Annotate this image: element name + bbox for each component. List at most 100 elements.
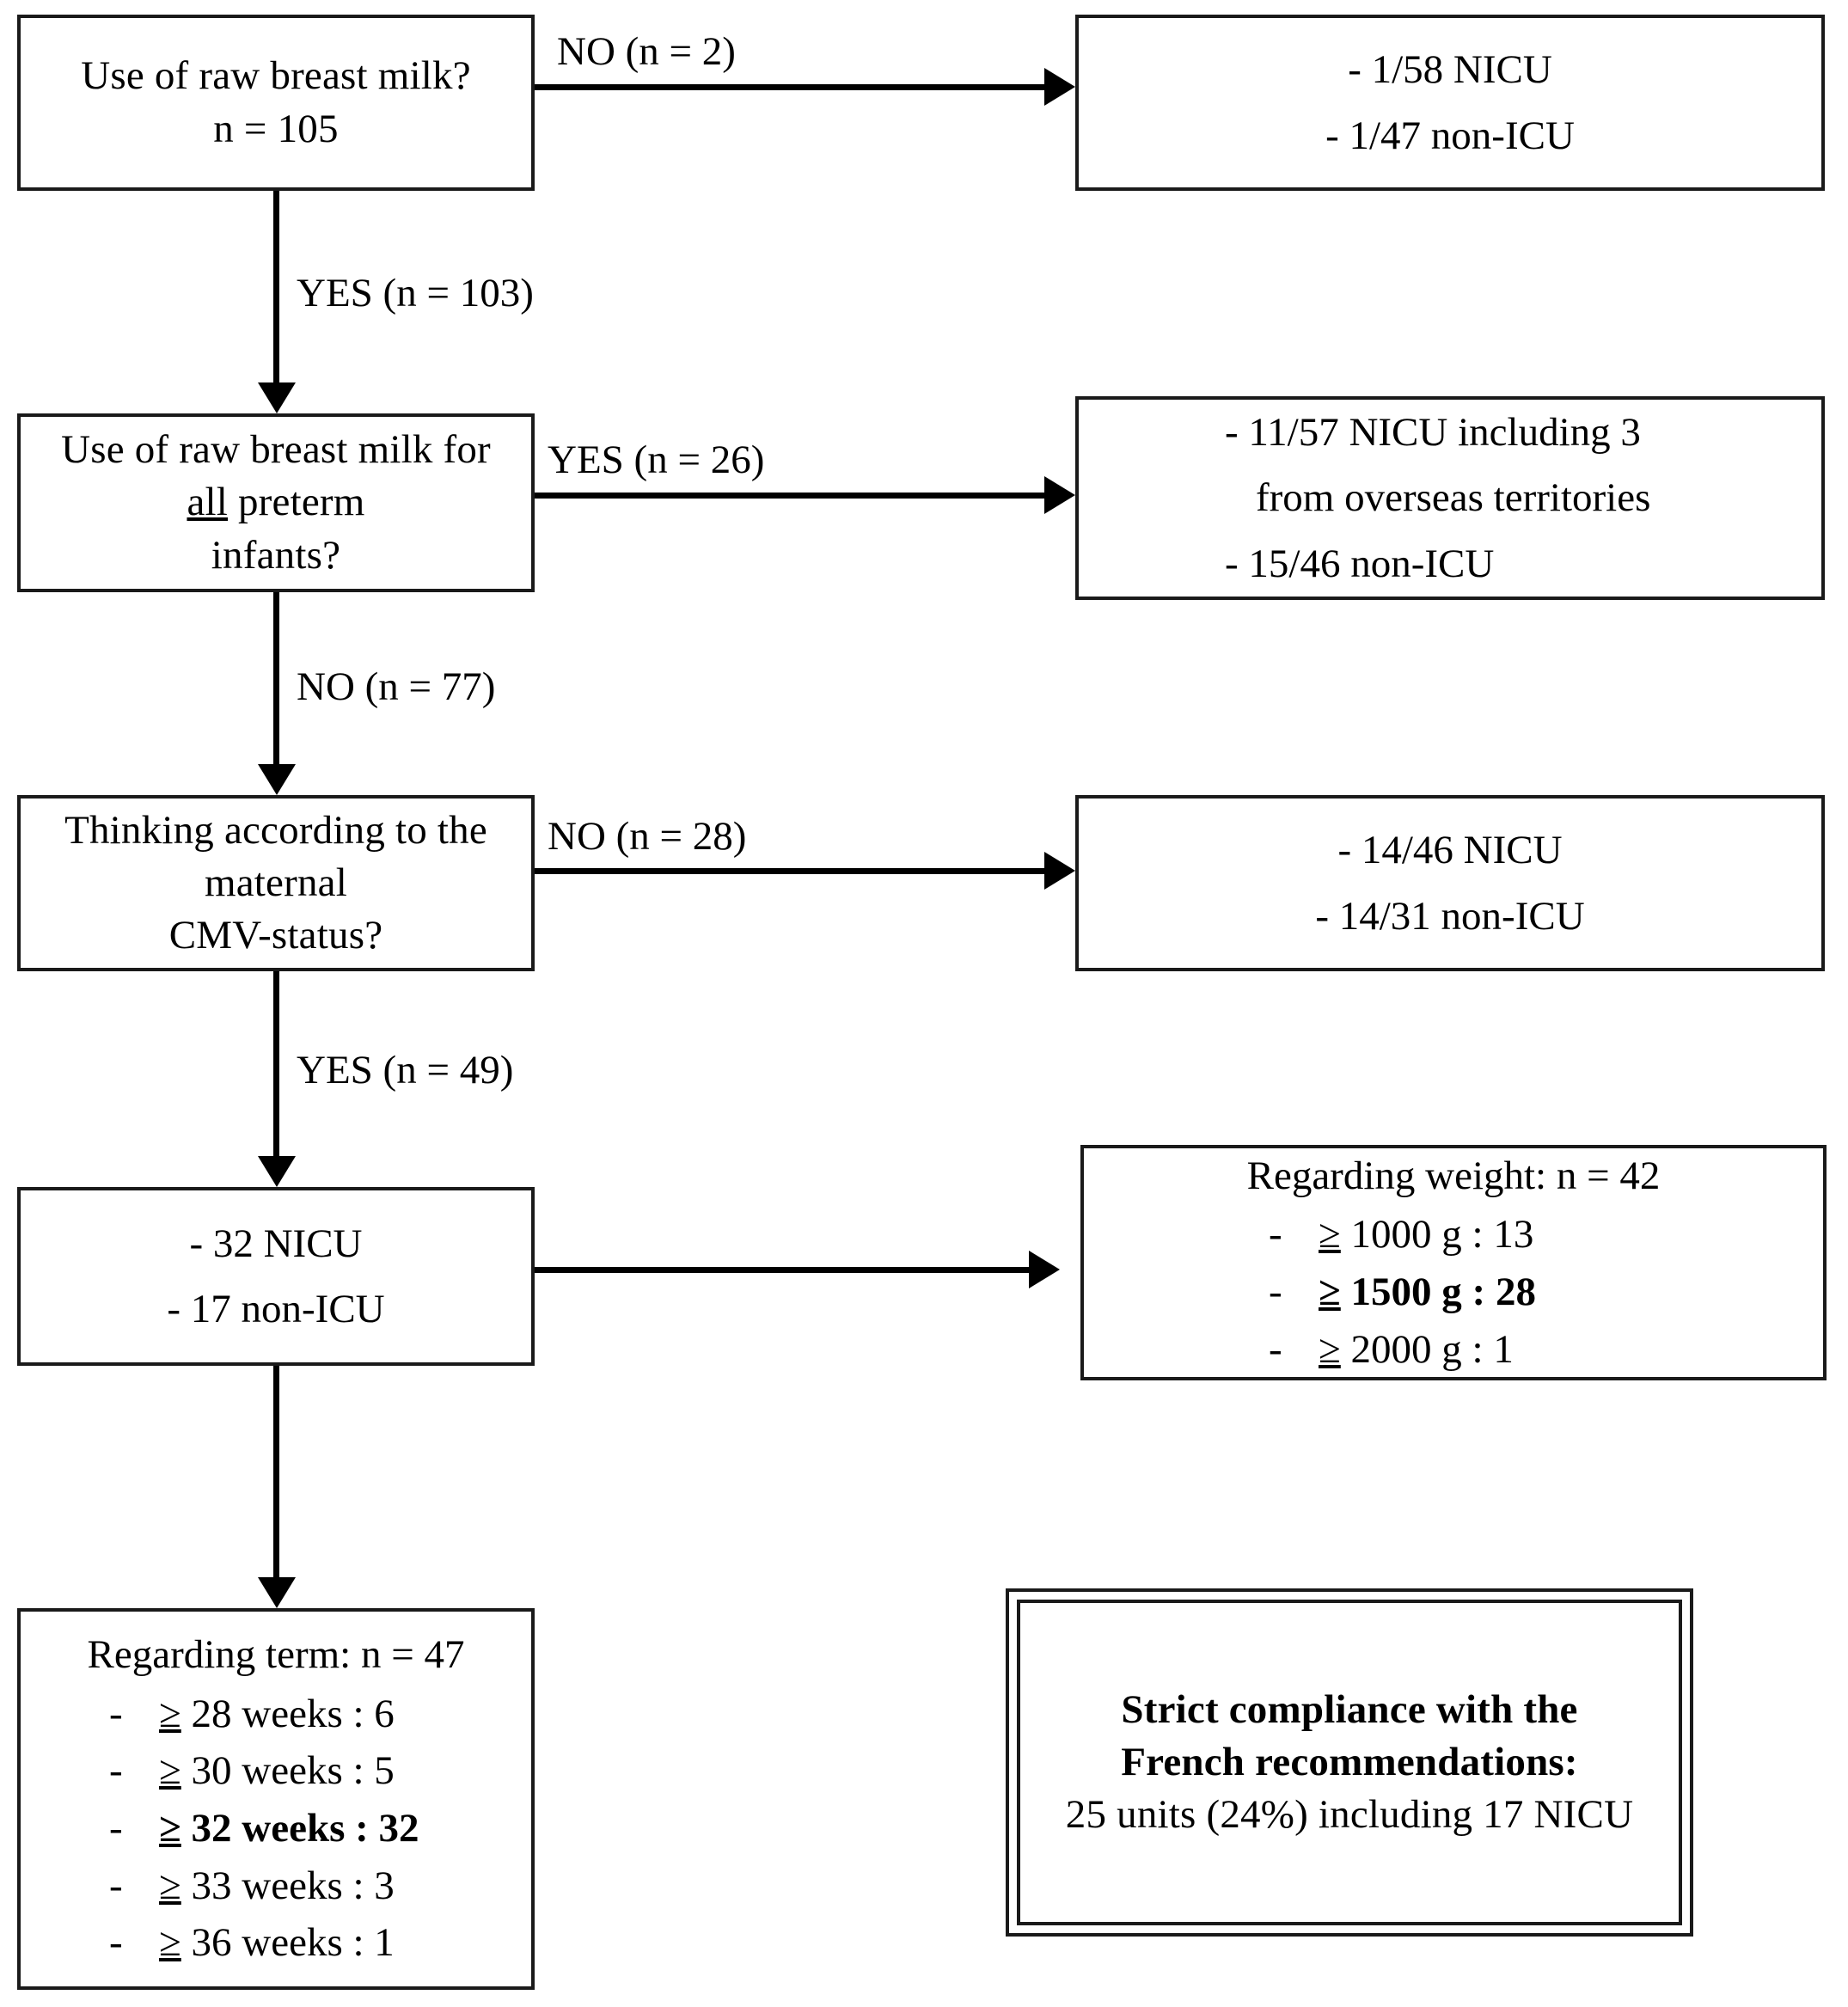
out2-line3: - 15/46 non-ICU <box>1225 541 1495 586</box>
term-item-0: ≥ 28 weeks : 6 <box>159 1691 395 1736</box>
q1-line2: n = 105 <box>213 106 339 151</box>
term-item-1: ≥ 30 weeks : 5 <box>159 1748 395 1794</box>
weight-header: Regarding weight: n = 42 <box>1246 1153 1661 1198</box>
term-item-4: ≥ 36 weeks : 1 <box>159 1920 395 1966</box>
node-outcome-no-28: - 14/46 NICU - 14/31 non-ICU <box>1075 795 1825 971</box>
q1-line1: Use of raw breast milk? <box>81 53 471 99</box>
edge-arrowhead-yes-49 <box>258 1156 296 1187</box>
ge-symbol: ≥ <box>159 1863 181 1908</box>
node-outcome-no-2: - 1/58 NICU - 1/47 non-ICU <box>1075 15 1825 191</box>
edge-label-no-77: NO (n = 77) <box>297 664 496 709</box>
weight-item-2: ≥ 2000 g : 1 <box>1319 1326 1514 1372</box>
out1-line1: - 1/58 NICU <box>1348 47 1552 93</box>
edge-line-result-to-weight <box>535 1267 1031 1273</box>
bullet-dash: - <box>109 1748 123 1794</box>
list-item: - ≥ 1000 g : 13 <box>1269 1206 1814 1264</box>
list-item: - ≥ 32 weeks : 32 <box>109 1800 523 1857</box>
edge-arrowhead-no-77 <box>258 764 296 795</box>
edge-arrowhead-result-to-weight <box>1029 1251 1060 1288</box>
list-item: - ≥ 30 weeks : 5 <box>109 1742 523 1800</box>
list-item: - ≥ 33 weeks : 3 <box>109 1857 523 1915</box>
node-question-all-preterm-text: Use of raw breast milk for all preterm i… <box>21 424 531 581</box>
node-regarding-weight-content: Regarding weight: n = 42 - ≥ 1000 g : 13… <box>1084 1147 1823 1379</box>
ge-symbol: ≥ <box>159 1748 181 1794</box>
weight-item-0: ≥ 1000 g : 13 <box>1319 1212 1534 1257</box>
bullet-dash: - <box>109 1806 123 1851</box>
weight-item-1: ≥ 1500 g : 28 <box>1319 1270 1536 1314</box>
node-outcome-no-28-text: - 14/46 NICU - 14/31 non-ICU <box>1079 817 1821 948</box>
compliance-line1: Strict compliance with the <box>1121 1686 1578 1732</box>
edge-arrowhead-yes-103 <box>258 382 296 413</box>
term-item-3: ≥ 33 weeks : 3 <box>159 1863 395 1908</box>
node-result-units: - 32 NICU - 17 non-ICU <box>17 1187 535 1366</box>
weight-bullet-list: - ≥ 1000 g : 13 - ≥ 1500 g : 28 - ≥ 2000… <box>1092 1206 1814 1378</box>
node-regarding-term-content: Regarding term: n = 47 - ≥ 28 weeks : 6 … <box>21 1626 531 1972</box>
node-question-cmv-status-text: Thinking according to the maternal CMV-s… <box>21 805 531 962</box>
ge-symbol: ≥ <box>1319 1270 1341 1314</box>
bullet-dash: - <box>1269 1212 1282 1257</box>
out3-line1: - 14/46 NICU <box>1337 828 1563 873</box>
edge-arrowhead-result-to-term <box>258 1577 296 1608</box>
list-item: - ≥ 36 weeks : 1 <box>109 1914 523 1972</box>
node-strict-compliance-inner: Strict compliance with the French recomm… <box>1017 1600 1682 1925</box>
ge-symbol: ≥ <box>159 1691 181 1736</box>
edge-arrowhead-no-2 <box>1044 68 1075 106</box>
node-question-raw-milk-text: Use of raw breast milk? n = 105 <box>21 50 531 155</box>
result-line1: - 32 NICU <box>189 1221 363 1266</box>
bullet-dash: - <box>109 1691 123 1736</box>
edge-line-no-77 <box>273 592 279 774</box>
node-strict-compliance: Strict compliance with the French recomm… <box>1006 1588 1693 1937</box>
edge-arrowhead-yes-26 <box>1044 476 1075 514</box>
bullet-dash: - <box>1269 1326 1282 1372</box>
node-question-cmv-status: Thinking according to the maternal CMV-s… <box>17 795 535 971</box>
node-outcome-yes-26: - 11/57 NICU including 3 from overseas t… <box>1075 396 1825 600</box>
q2-line2: infants? <box>211 532 341 578</box>
node-question-all-preterm: Use of raw breast milk for all preterm i… <box>17 413 535 592</box>
edge-line-yes-26 <box>535 493 1046 499</box>
out1-line2: - 1/47 non-ICU <box>1325 113 1575 158</box>
edge-line-no-2 <box>535 84 1046 90</box>
ge-symbol: ≥ <box>159 1920 181 1966</box>
bullet-dash: - <box>109 1920 123 1966</box>
node-regarding-term: Regarding term: n = 47 - ≥ 28 weeks : 6 … <box>17 1608 535 1990</box>
node-result-units-text: - 32 NICU - 17 non-ICU <box>21 1211 531 1342</box>
edge-label-yes-49: YES (n = 49) <box>297 1048 514 1092</box>
bullet-dash: - <box>109 1863 123 1908</box>
node-question-raw-milk: Use of raw breast milk? n = 105 <box>17 15 535 191</box>
edge-line-yes-103 <box>273 191 279 393</box>
node-strict-compliance-text: Strict compliance with the French recomm… <box>1020 1684 1679 1841</box>
bullet-dash: - <box>1269 1270 1282 1314</box>
compliance-line3: 25 units (24%) including 17 NICU <box>1065 1792 1634 1838</box>
q2-line1-a: Use of raw breast milk for <box>61 427 491 473</box>
edge-line-result-to-term <box>273 1366 279 1588</box>
list-item: - ≥ 28 weeks : 6 <box>109 1686 523 1743</box>
q2-line1-b: preterm <box>228 480 365 525</box>
q2-line1-underlined: all <box>187 480 229 525</box>
edge-arrowhead-no-28 <box>1044 852 1075 890</box>
edge-line-yes-49 <box>273 971 279 1166</box>
compliance-line2: French recommendations: <box>1121 1739 1578 1784</box>
out2-line1: - 11/57 NICU including 3 <box>1225 410 1641 456</box>
result-line2: - 17 non-ICU <box>167 1287 385 1331</box>
edge-label-no-28: NO (n = 28) <box>548 814 747 859</box>
q2-line1: Use of raw breast milk for all preterm <box>43 424 509 529</box>
out2-line2: from overseas territories <box>1256 475 1651 521</box>
term-bullet-list: - ≥ 28 weeks : 6 - ≥ 30 weeks : 5 - ≥ 32… <box>29 1686 523 1973</box>
out3-line2: - 14/31 non-ICU <box>1315 893 1585 939</box>
ge-symbol: ≥ <box>1319 1326 1341 1372</box>
edge-line-no-28 <box>535 868 1046 874</box>
node-outcome-yes-26-text: - 11/57 NICU including 3 from overseas t… <box>1079 400 1821 596</box>
list-item: - ≥ 2000 g : 1 <box>1269 1321 1814 1379</box>
edge-label-yes-26: YES (n = 26) <box>548 438 765 482</box>
node-regarding-weight: Regarding weight: n = 42 - ≥ 1000 g : 13… <box>1080 1145 1827 1380</box>
ge-symbol: ≥ <box>1319 1212 1341 1257</box>
edge-label-yes-103: YES (n = 103) <box>297 271 534 315</box>
term-item-2: ≥ 32 weeks : 32 <box>159 1806 419 1851</box>
q3-line1: Thinking according to the maternal <box>64 807 487 905</box>
node-outcome-no-2-text: - 1/58 NICU - 1/47 non-ICU <box>1079 37 1821 168</box>
q3-line2: CMV-status? <box>168 913 383 958</box>
term-header: Regarding term: n = 47 <box>87 1631 465 1677</box>
list-item: - ≥ 1500 g : 28 <box>1269 1264 1814 1321</box>
ge-symbol: ≥ <box>159 1806 181 1851</box>
